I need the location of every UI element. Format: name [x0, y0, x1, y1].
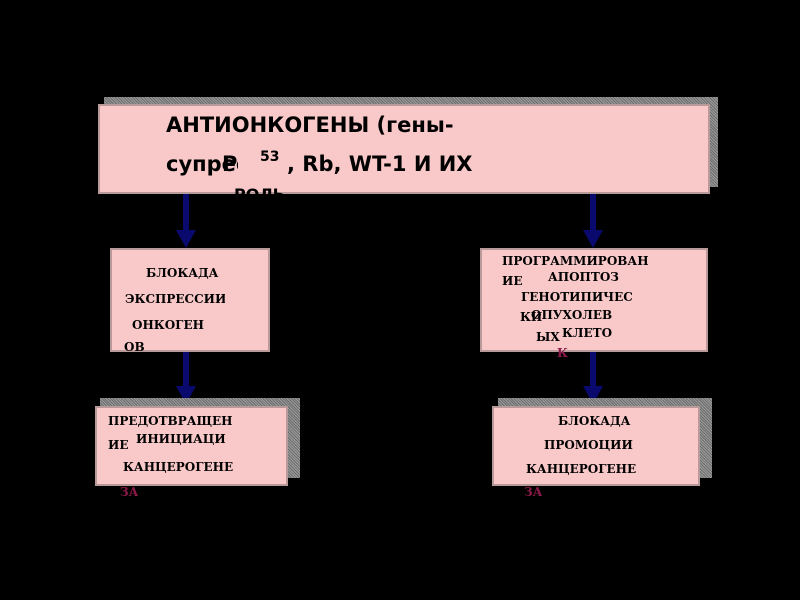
right-mid-line-9: К: [557, 346, 568, 360]
left-bottom-line-3: ИНИЦИАЦИ: [136, 432, 226, 446]
right-mid-line-5: КИ: [520, 310, 543, 324]
left-bottom-line-1: ПРЕДОТВРАЩЕН: [108, 414, 233, 428]
right-bottom-line-2: ПРОМОЦИИ: [544, 438, 633, 452]
right-mid-line-2: ИЕ: [502, 274, 523, 288]
right-bottom-line-4: ЗА: [524, 485, 543, 498]
right-mid-line-8: КЛЕТО: [562, 326, 613, 340]
title-line-2-superscript: 53: [260, 149, 280, 165]
left-mid-line-4: ОВ: [124, 340, 145, 352]
arrow-right-to-bottom: [583, 352, 603, 404]
left-mid-line-3: ОНКОГЕН: [132, 318, 204, 332]
left-mid-line-1: БЛОКАДА: [146, 266, 219, 280]
right-bottom-line-3: КАНЦЕРОГЕНЕ: [526, 462, 637, 476]
title-line-2-start: супрессоры: [166, 152, 238, 176]
title-line-2-p: Р: [222, 152, 238, 176]
arrow-title-to-right: [583, 194, 603, 248]
right-mid-line-7: ЫХ: [536, 330, 560, 344]
right-bottom-box: [492, 406, 700, 486]
left-mid-box: [110, 248, 270, 352]
right-mid-box: [480, 248, 708, 352]
left-bottom-box: [95, 406, 288, 486]
arrow-left-to-bottom: [176, 352, 196, 404]
left-bottom-line-4: КАНЦЕРОГЕНЕ: [123, 460, 234, 474]
right-bottom-line-1: БЛОКАДА: [558, 414, 631, 428]
title-box: [98, 104, 710, 194]
title-line-1: АНТИОНКОГЕНЫ (гены-: [166, 113, 454, 137]
title-line-3: РОЛЬ: [234, 185, 285, 195]
title-line-2-end: , Rb, WT-1 И ИХ: [287, 152, 473, 176]
right-mid-line-3: АПОПТОЗ: [548, 270, 619, 284]
right-mid-line-1: ПРОГРАММИРОВАН: [502, 254, 649, 268]
right-mid-line-4: ГЕНОТИПИЧЕС: [521, 290, 633, 304]
right-mid-line-6: ОПУХОЛЕВ: [531, 308, 613, 322]
left-bottom-line-5: ЗА: [120, 485, 139, 498]
arrow-title-to-left: [176, 194, 196, 248]
left-mid-line-2: ЭКСПРЕССИИ: [125, 292, 225, 306]
left-bottom-line-2: ИЕ: [108, 438, 129, 452]
